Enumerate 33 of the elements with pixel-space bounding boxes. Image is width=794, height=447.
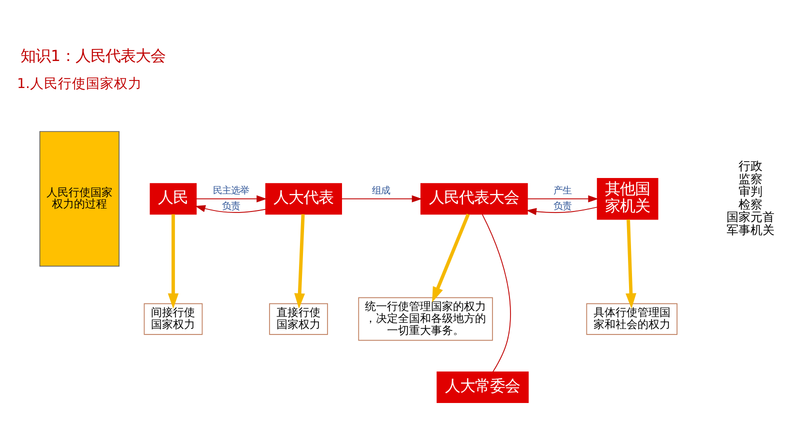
label: 行政 (738, 158, 762, 173)
diagram-title: 知识1：人民代表大会 (20, 46, 166, 65)
edge-label: 组成 (372, 185, 390, 196)
node-box: 统一行使管理国家的权力，决定全国和各级地方的一切重大事务。 (358, 296, 493, 340)
node-box: 人民 (150, 182, 197, 214)
arrow (168, 214, 179, 308)
label: 国家元首 (726, 210, 774, 224)
arrow (526, 206, 598, 215)
node-box: 直接行使国家权力 (269, 302, 328, 334)
arrow (432, 213, 470, 302)
node-box: 人民行使国家权力的过程 (39, 130, 120, 266)
node-box: 人民代表大会 (420, 182, 528, 214)
node-box: 其他国家机关 (596, 177, 658, 220)
arrow (527, 194, 598, 202)
node-box: 人大常委会 (436, 370, 529, 403)
edge-label: 民主选举 (212, 185, 249, 196)
arrow (342, 194, 422, 202)
arrow (195, 204, 266, 212)
arrow (196, 194, 267, 202)
edge-label: 负责 (553, 200, 572, 212)
edge-label: 负责 (222, 200, 240, 212)
label: 审判 (738, 184, 762, 198)
label: 军事机关 (726, 222, 774, 236)
label: 检察 (738, 196, 762, 211)
edge-label: 产生 (553, 185, 572, 196)
node-box: 人大代表 (265, 182, 342, 214)
label: 监察 (738, 171, 762, 186)
connector (482, 214, 511, 372)
label: 1.人民行使国家权力 (16, 75, 142, 92)
arrow (626, 218, 636, 308)
arrow (294, 214, 305, 308)
node-box: 间接行使国家权力 (144, 302, 203, 334)
node-box: 具体行使管理国家和社会的权力 (586, 302, 678, 334)
